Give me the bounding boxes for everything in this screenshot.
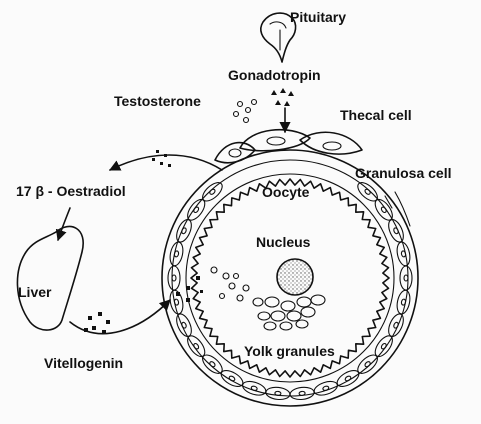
granulosa-cell-nucleus	[193, 206, 200, 213]
label-oestradiol: 17 β - Oestradiol	[16, 183, 126, 199]
granulosa-cell-nucleus	[364, 361, 371, 368]
testosterone-molecules	[234, 100, 257, 123]
granulosa-cell-nucleus	[174, 251, 179, 258]
label-nucleus: Nucleus	[256, 234, 311, 250]
thecal-cells	[215, 130, 362, 163]
label-yolk-granules: Yolk granules	[244, 343, 335, 359]
granulosa-cell-nucleus	[251, 385, 258, 391]
granulosa-cell	[265, 386, 290, 400]
granulosa-cell	[174, 312, 195, 339]
granulosa-cell-nucleus	[393, 322, 399, 329]
granulosa-cell-nucleus	[401, 251, 406, 258]
arrow-follicle-to-oestradiol	[110, 155, 222, 170]
granulosa-cell-nucleus	[228, 375, 235, 381]
granulosa-cell	[386, 312, 407, 339]
granulosa-cell-nucleus	[344, 375, 351, 381]
granulosa-cell-nucleus	[172, 275, 176, 281]
granulosa-cell	[313, 379, 340, 398]
label-pituitary: Pituitary	[290, 9, 346, 25]
granulosa-cell-nucleus	[181, 322, 187, 329]
granulosa-cell-nucleus	[181, 227, 187, 234]
granulosa-cell	[400, 266, 412, 290]
granulosa-cell	[290, 386, 315, 400]
granulosa-cell	[241, 379, 268, 398]
label-liver: Liver	[18, 284, 52, 300]
label-vitellogenin: Vitellogenin	[44, 355, 123, 371]
granulosa-cell-nucleus	[401, 299, 406, 306]
granulosa-cell-nucleus	[364, 188, 371, 195]
gonadotropin-molecules	[271, 88, 294, 106]
label-oocyte: Oocyte	[262, 184, 310, 200]
granulosa-cell	[168, 266, 180, 290]
label-testosterone: Testosterone	[114, 93, 201, 109]
label-thecal-cell: Thecal cell	[340, 107, 412, 123]
granulosa-cell-nucleus	[393, 227, 399, 234]
granulosa-cell-nucleus	[209, 361, 216, 368]
arrow-oestradiol-to-liver	[58, 208, 70, 240]
granulosa-cell	[174, 217, 195, 244]
nucleus	[277, 259, 313, 295]
granulosa-cell-nucleus	[193, 343, 200, 350]
granulosa-cell-nucleus	[299, 391, 305, 396]
granulosa-cell-nucleus	[275, 391, 281, 396]
vitellogenin-molecules	[84, 312, 110, 334]
granulosa-cell-nucleus	[209, 188, 216, 195]
granulosa-cell-nucleus	[380, 343, 387, 350]
granulosa-cell-nucleus	[322, 385, 329, 391]
label-gonadotropin: Gonadotropin	[228, 67, 321, 83]
granulosa-cell-nucleus	[404, 275, 408, 281]
oestradiol-molecules	[152, 150, 171, 167]
granulosa-cell-nucleus	[174, 299, 179, 306]
granulosa-cell-nucleus	[380, 206, 387, 213]
granulosa-cell	[386, 217, 407, 244]
liver	[17, 226, 83, 330]
